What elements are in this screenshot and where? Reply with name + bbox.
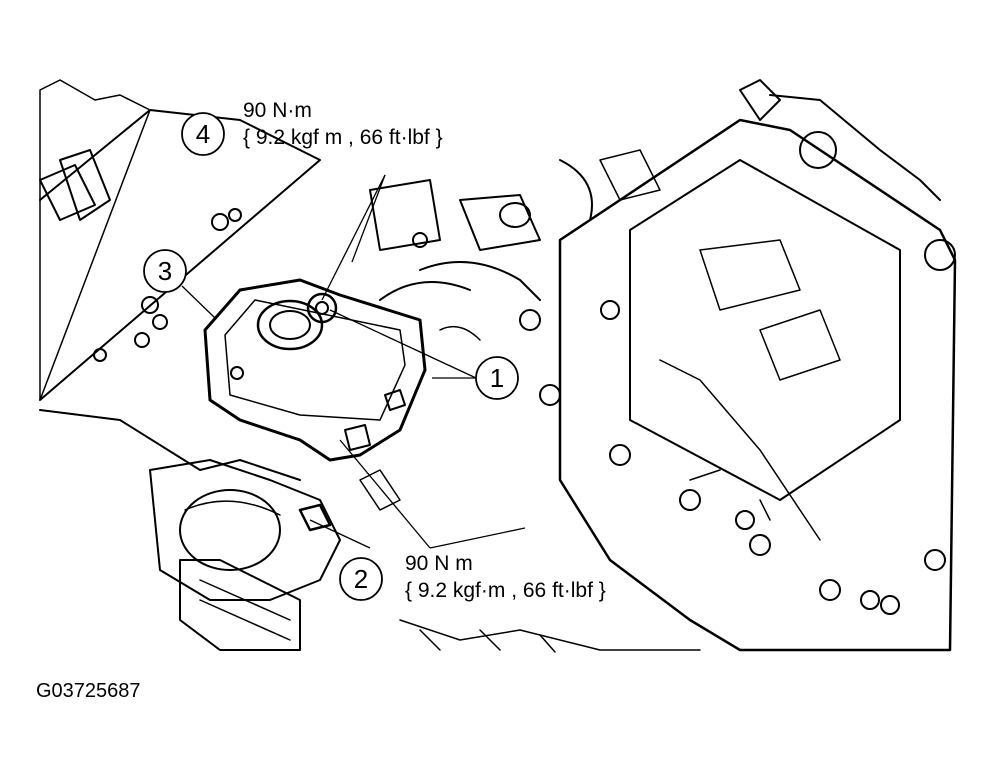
callout-3-circle bbox=[143, 249, 187, 293]
torque-spec-2-alt: { 9.2 kgf·m , 66 ft·lbf } bbox=[405, 579, 606, 602]
callout-4-label: 4 bbox=[196, 119, 210, 149]
torque-spec-2: 90 N m { 9.2 kgf·m , 66 ft·lbf } bbox=[405, 550, 606, 604]
torque-spec-4: 90 N·m { 9.2 kgf m , 66 ft·lbf } bbox=[243, 97, 443, 151]
leader-line-4a bbox=[321, 174, 386, 301]
leader-line-2b bbox=[429, 527, 526, 549]
callout-1-label: 1 bbox=[490, 363, 504, 393]
torque-spec-4-alt: { 9.2 kgf m , 66 ft·lbf } bbox=[243, 126, 443, 149]
callouts: 1 2 3 4 bbox=[143, 112, 519, 601]
leader-line-1b bbox=[329, 309, 477, 379]
torque-spec-4-value: 90 N·m bbox=[243, 99, 312, 122]
callout-4-circle bbox=[181, 112, 225, 156]
leader-lines bbox=[181, 174, 526, 549]
callout-3-label: 3 bbox=[158, 256, 172, 286]
callout-2-circle bbox=[339, 557, 383, 601]
leader-line-2a bbox=[309, 519, 371, 549]
callout-2: 2 bbox=[339, 557, 383, 601]
callout-2-label: 2 bbox=[354, 564, 368, 594]
leader-line-4b bbox=[351, 174, 386, 263]
leader-line-3 bbox=[181, 285, 216, 319]
callout-1-circle bbox=[475, 356, 519, 400]
leader-line-2c bbox=[339, 439, 431, 549]
callout-1: 1 bbox=[475, 356, 519, 400]
torque-spec-2-value: 90 N m bbox=[405, 552, 473, 575]
callout-4: 4 bbox=[181, 112, 225, 156]
figure-id: G03725687 bbox=[36, 680, 141, 702]
engine-bay-illustration bbox=[39, 79, 957, 653]
callout-3: 3 bbox=[143, 249, 187, 293]
